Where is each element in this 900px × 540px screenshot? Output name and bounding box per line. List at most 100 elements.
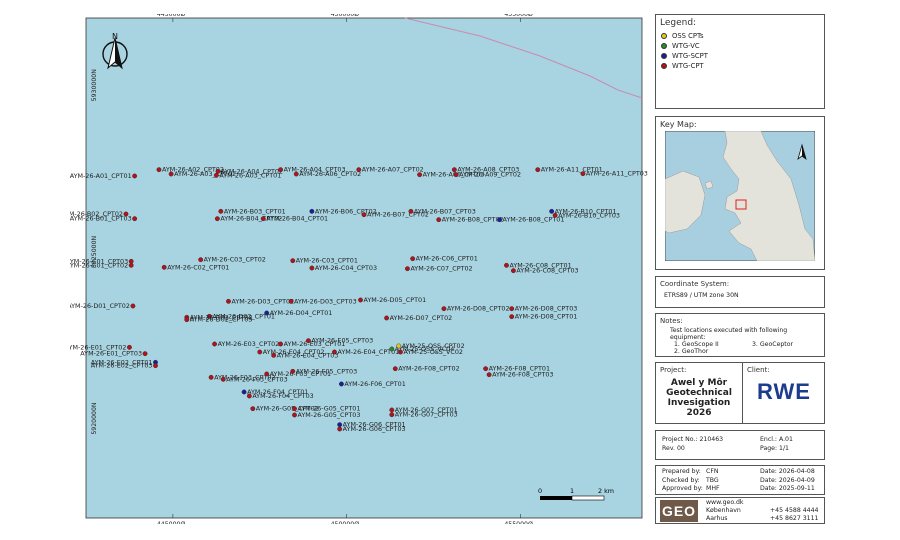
test-location-marker[interactable] [292,406,297,412]
test-location-marker[interactable] [486,372,492,378]
test-location-marker[interactable] [337,426,343,432]
test-location-marker[interactable] [309,265,315,271]
test-location-marker[interactable] [483,366,489,372]
test-location-marker[interactable] [278,167,284,173]
test-location-marker[interactable] [246,393,252,399]
test-location-marker[interactable] [127,344,132,350]
test-location-label: AYM-26-B10_CPT03 [558,211,620,219]
test-location-marker[interactable] [356,167,362,173]
test-location-marker[interactable] [497,217,502,223]
test-location-marker[interactable] [535,167,541,173]
test-location-marker[interactable] [337,422,343,428]
test-location-marker[interactable] [161,264,167,270]
test-location-label: AYM-26-A11_CPT03 [586,170,648,178]
test-location-marker[interactable] [264,371,270,377]
test-location-label: AYM-26-C01_CPT02 [70,261,128,269]
test-location-marker[interactable] [132,173,138,179]
test-location-marker[interactable] [142,351,148,357]
test-location-marker[interactable] [130,303,136,309]
test-location-marker[interactable] [290,368,296,374]
test-location-marker[interactable] [260,216,266,222]
test-location-marker[interactable] [552,212,558,218]
map-frame-ticks: 445000Ø445000Ø450000Ø450000Ø455000Ø45500… [91,14,533,524]
test-location-marker[interactable] [511,268,516,274]
test-location-marker[interactable] [436,217,442,223]
test-location-marker[interactable] [288,298,294,304]
test-location-marker[interactable] [358,297,363,303]
test-location-marker[interactable] [208,374,214,380]
test-location-marker[interactable] [198,257,204,263]
client-label: Client: [747,366,770,374]
notes-title: Notes: [660,317,683,325]
test-location-marker[interactable] [398,349,403,355]
test-location-marker[interactable] [389,346,395,352]
map-view[interactable]: 445000Ø445000Ø450000Ø450000Ø455000Ø45500… [70,14,648,524]
test-location-marker[interactable] [410,256,416,262]
test-location-marker[interactable] [580,171,586,177]
test-location-marker[interactable] [392,366,398,372]
test-location-marker[interactable] [292,412,297,418]
test-location-label: AYM-26-B10_CPT01 [555,207,617,215]
test-location-marker[interactable] [206,313,212,319]
test-location-label: AYM-26-D08_CPT02 [447,305,510,313]
test-location-marker[interactable] [339,381,344,387]
test-location-marker[interactable] [504,262,509,268]
test-location-marker[interactable] [226,298,231,304]
test-location-marker[interactable] [218,208,224,214]
test-location-marker[interactable] [389,407,395,413]
test-location-marker[interactable] [212,341,217,347]
test-location-marker[interactable] [153,363,158,369]
test-location-marker[interactable] [214,216,220,222]
test-location-marker[interactable] [332,349,337,355]
test-location-marker[interactable] [215,168,221,174]
test-location-marker[interactable] [441,306,447,312]
test-location-marker[interactable] [156,167,162,173]
test-location-marker[interactable] [453,172,459,178]
test-location-marker[interactable] [250,406,256,412]
test-location-marker[interactable] [293,171,299,177]
map-canvas[interactable]: 445000Ø445000Ø450000Ø450000Ø455000Ø45500… [70,14,648,524]
company-phone-1: +45 4588 4444 [770,507,819,514]
test-location-label: AYM-26-B01_CPT03 [70,215,132,223]
test-location-marker[interactable] [257,349,263,355]
test-location-marker[interactable] [123,211,129,217]
project-info-panel: Project No.: 210463 Rev. 00 Encl.: A.01 … [655,430,825,460]
client-logo: RWE [757,379,811,404]
test-location-marker[interactable] [128,258,134,264]
test-location-label: AYM-26-E04_CPT02 [263,348,325,356]
test-location-marker[interactable] [213,172,219,178]
test-location-marker[interactable] [184,317,190,323]
test-location-marker[interactable] [264,310,270,316]
legend-marker-icon [661,33,667,39]
test-location-marker[interactable] [509,314,515,320]
test-location-marker[interactable] [451,167,457,173]
test-location-marker[interactable] [396,343,402,349]
test-location-marker[interactable] [309,208,315,214]
test-location-marker[interactable] [509,306,515,312]
test-location-label: AYM-26-C06_CPT01 [416,255,478,263]
notes-item-2: 2. GeoThor [674,348,709,355]
test-location-marker[interactable] [128,262,134,268]
test-location-marker[interactable] [290,258,296,264]
test-location-marker[interactable] [168,171,174,177]
test-location-marker[interactable] [271,352,277,358]
test-location-marker[interactable] [417,172,422,178]
test-location-marker[interactable] [549,208,555,214]
test-location-marker[interactable] [278,341,284,347]
test-location-marker[interactable] [241,389,247,395]
test-location-label: AYM-26-A01_CPT01 [70,172,132,180]
test-location-marker[interactable] [384,315,389,321]
test-location-label: AYM-25-OSS_CPT02 [402,342,465,350]
test-location-label: AYM-26-A06_CPT03 [423,171,485,179]
test-location-label: AYM-26-D01_CPT02 [70,302,130,310]
test-location-marker[interactable] [389,412,395,418]
test-location-marker[interactable] [405,266,410,272]
test-location-marker[interactable] [132,216,138,222]
test-location-label: AYM-26-F08_CPT03 [492,371,553,379]
test-location-marker[interactable] [408,208,414,214]
test-location-marker[interactable] [220,376,226,382]
x-tick-label-bottom: 455000Ø [504,520,533,524]
test-location-marker[interactable] [305,338,311,344]
x-tick-label-top: 450000Ø [331,14,360,18]
test-location-marker[interactable] [361,212,367,218]
